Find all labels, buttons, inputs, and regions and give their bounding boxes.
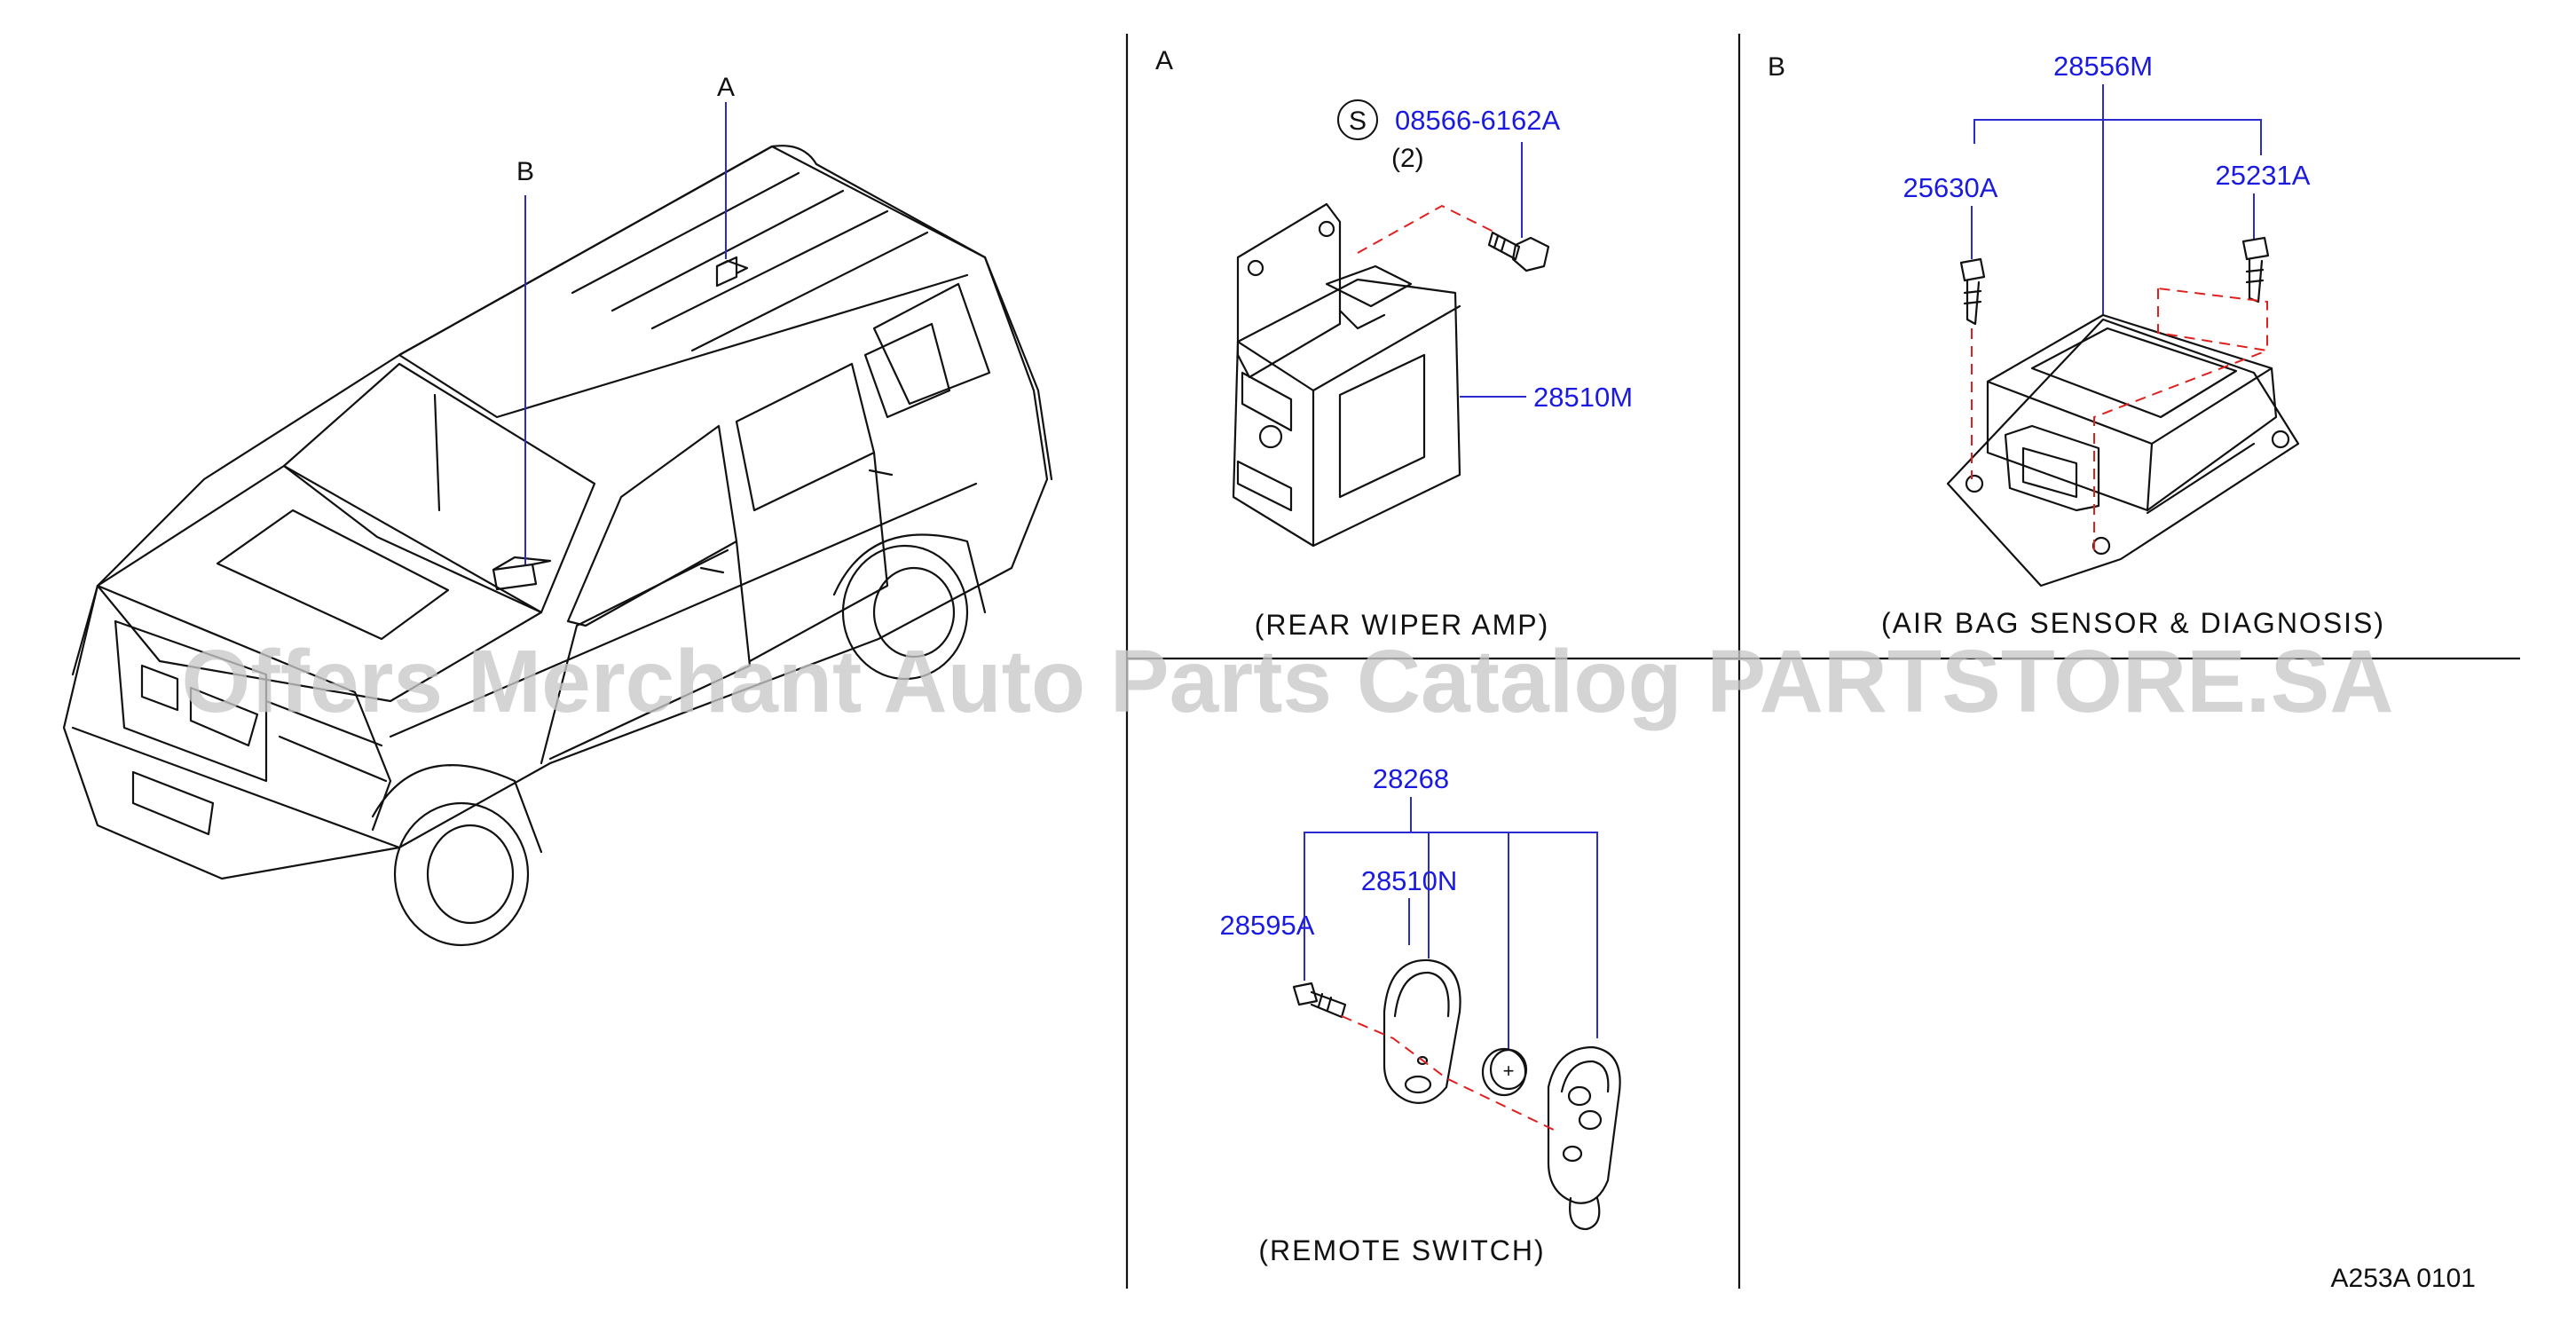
overview-marker-a: A xyxy=(717,73,735,102)
screw-symbol-circle xyxy=(1337,99,1378,140)
air-bag-sensor-illustration xyxy=(1946,84,2300,588)
right-bolt-dashes xyxy=(2157,288,2268,352)
remote-alignment-dashes xyxy=(1341,1015,1558,1132)
remote-switch-illustration: + xyxy=(1292,797,1621,1231)
remote-bracket-leader xyxy=(1304,832,1598,1038)
vehicle-illustration xyxy=(62,102,1053,947)
screw-symbol: S xyxy=(1349,106,1367,136)
remote-assembly-part-number: 28268 xyxy=(1373,763,1449,794)
bolt-left-part-number: 25630A xyxy=(1903,172,1998,203)
panel-a-letter: A xyxy=(1155,46,1173,75)
bolt-right-part-number: 25231A xyxy=(2216,160,2311,191)
screw-quantity: (2) xyxy=(1391,144,1424,173)
air-bag-caption: (AIR BAG SENSOR & DIAGNOSIS) xyxy=(1881,607,2385,639)
screw-part-number: 08566-6162A xyxy=(1395,105,1560,136)
screw-alignment-dashes xyxy=(1357,204,1496,254)
overview-marker-b: B xyxy=(516,157,534,186)
sensor-bracket-leader xyxy=(1973,119,2262,155)
amp-part-number: 28510M xyxy=(1533,382,1633,413)
rear-wiper-caption: (REAR WIPER AMP) xyxy=(1255,609,1549,641)
remote-screw-part-number: 28595A xyxy=(1220,910,1315,941)
cover-part-number: 28510N xyxy=(1361,865,1458,896)
panel-separators xyxy=(1125,34,2520,1289)
panel-b-letter: B xyxy=(1768,52,1785,82)
svg-text:+: + xyxy=(1503,1060,1515,1082)
remote-switch-caption: (REMOTE SWITCH) xyxy=(1258,1234,1545,1266)
rear-wiper-amp-illustration xyxy=(1232,142,1550,548)
watermark-text: Offers Merchant Auto Parts Catalog PARTS… xyxy=(182,632,2394,731)
sensor-part-number: 28556M xyxy=(2053,51,2153,82)
diagram-reference: A253A 0101 xyxy=(2331,1264,2477,1293)
